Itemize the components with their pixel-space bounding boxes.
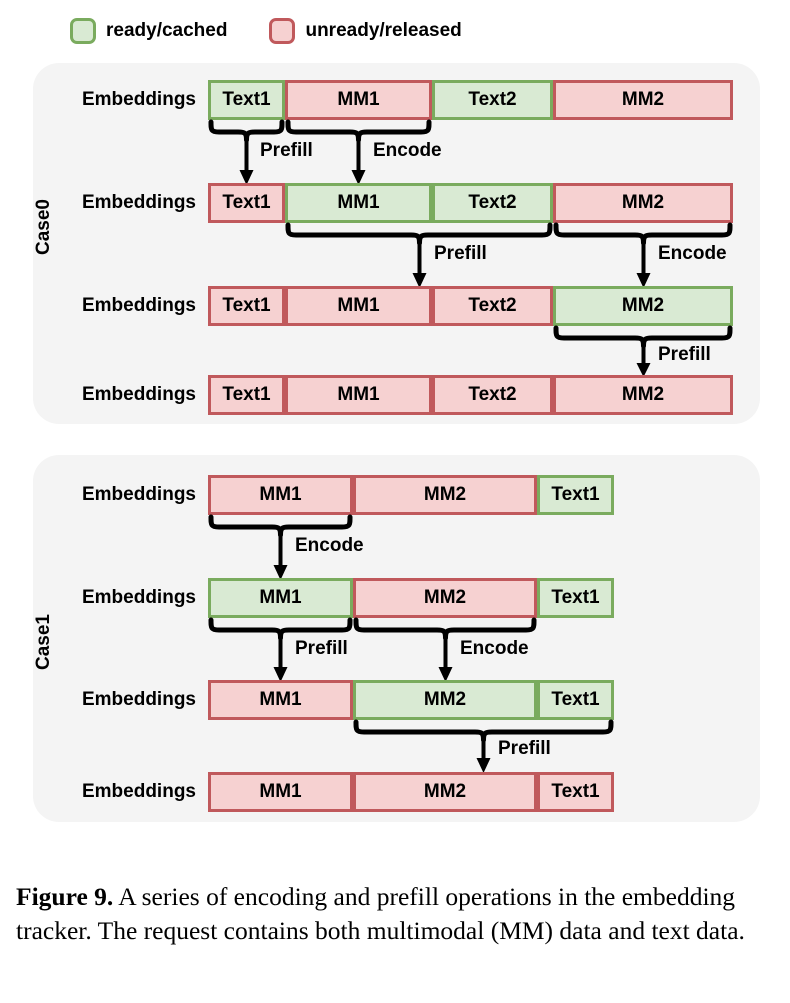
segment-text1: Text1 [208, 80, 285, 120]
row-label-embeddings: Embeddings [81, 384, 196, 405]
legend-spacer [237, 31, 259, 32]
segment-text1: Text1 [537, 680, 614, 720]
case1-op-prefill-mm1: Prefill [208, 617, 356, 683]
op-label-prefill: Prefill [658, 344, 711, 365]
segment-text2: Text2 [432, 183, 553, 223]
segment-mm1: MM1 [285, 183, 432, 223]
op-label-encode: Encode [373, 140, 442, 161]
legend-item-unready-released: unready/released [269, 18, 462, 44]
case0-op-prefill-mm1-text2: Prefill [285, 222, 556, 289]
segment-text2: Text2 [432, 375, 553, 415]
row-label-embeddings: Embeddings [81, 587, 196, 608]
figure-caption: Figure 9. A series of encoding and prefi… [16, 880, 776, 949]
case0-op-encode-mm2: Encode [553, 222, 736, 289]
segment-mm1: MM1 [208, 578, 353, 618]
case0-row-3: Embeddings Text1 MM1 Text2 MM2 [82, 375, 733, 415]
segment-text1: Text1 [537, 578, 614, 618]
unready-released-swatch-icon [269, 18, 296, 44]
legend-label-ready-cached: ready/cached [106, 20, 228, 41]
row-label-embeddings: Embeddings [81, 781, 196, 802]
legend-item-ready-cached: ready/cached [70, 18, 227, 44]
case1-panel [33, 455, 760, 822]
op-label-encode: Encode [295, 535, 364, 556]
op-label-prefill: Prefill [498, 738, 551, 759]
segment-text2: Text2 [432, 286, 553, 326]
case1-row-3: Embeddings MM1 MM2 Text1 [82, 772, 614, 812]
case0-row-2: Embeddings Text1 MM1 Text2 MM2 [82, 286, 733, 326]
case1-row-1: Embeddings MM1 MM2 Text1 [82, 578, 614, 618]
segment-text1: Text1 [208, 286, 285, 326]
segment-mm2: MM2 [553, 183, 733, 223]
op-label-prefill: Prefill [434, 243, 487, 264]
row-label-embeddings: Embeddings [81, 295, 196, 316]
row-label-embeddings: Embeddings [81, 89, 196, 110]
segment-mm1: MM1 [208, 772, 353, 812]
segment-text1: Text1 [537, 475, 614, 515]
segment-text2: Text2 [432, 80, 553, 120]
op-label-encode: Encode [658, 243, 727, 264]
row-label-embeddings: Embeddings [81, 484, 196, 505]
op-label-encode: Encode [460, 638, 529, 659]
op-label-prefill: Prefill [260, 140, 313, 161]
case1-op-encode-mm1: Encode [208, 514, 364, 581]
case1-label: Case1 [33, 614, 54, 670]
case0-op-prefill-mm2: Prefill [553, 325, 736, 378]
case1-op-prefill-mm2-text1: Prefill [353, 719, 617, 774]
figure-number: Figure 9. [16, 882, 114, 911]
case1-row-0: Embeddings MM1 MM2 Text1 [82, 475, 614, 515]
segment-mm1: MM1 [285, 375, 432, 415]
segment-mm1: MM1 [208, 475, 353, 515]
case0-row-1: Embeddings Text1 MM1 Text2 MM2 [82, 183, 733, 223]
segment-mm2: MM2 [353, 578, 537, 618]
case1-op-encode-mm2: Encode [353, 617, 540, 683]
segment-text1: Text1 [208, 375, 285, 415]
segment-text1: Text1 [208, 183, 285, 223]
segment-mm1: MM1 [285, 80, 432, 120]
op-label-prefill: Prefill [295, 638, 348, 659]
segment-mm2: MM2 [553, 80, 733, 120]
row-label-embeddings: Embeddings [81, 689, 196, 710]
segment-mm2: MM2 [353, 772, 537, 812]
case0-op-encode-mm1: Encode [285, 119, 442, 186]
legend: ready/cached unready/released [70, 18, 462, 44]
legend-label-unready-released: unready/released [305, 20, 462, 41]
segment-mm2: MM2 [553, 286, 733, 326]
row-label-embeddings: Embeddings [81, 192, 196, 213]
segment-text1: Text1 [537, 772, 614, 812]
case1-row-2: Embeddings MM1 MM2 Text1 [82, 680, 614, 720]
segment-mm1: MM1 [285, 286, 432, 326]
case0-op-prefill-text1: Prefill [208, 119, 313, 186]
case0-row-0: Embeddings Text1 MM1 Text2 MM2 [82, 80, 733, 120]
segment-mm2: MM2 [353, 475, 537, 515]
figure-caption-text: A series of encoding and prefill operati… [16, 882, 745, 946]
case0-label: Case0 [33, 199, 54, 255]
ready-cached-swatch-icon [70, 18, 96, 44]
segment-mm2: MM2 [353, 680, 537, 720]
segment-mm2: MM2 [553, 375, 733, 415]
segment-mm1: MM1 [208, 680, 353, 720]
